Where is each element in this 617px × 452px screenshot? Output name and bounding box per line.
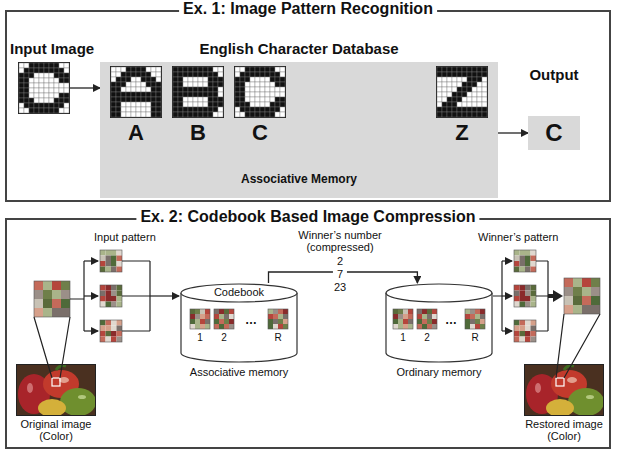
output-box: OutputC — [528, 116, 580, 150]
node-heading: Z — [455, 121, 468, 145]
image-box: Original image (Color) — [16, 364, 96, 416]
node-heading: B — [190, 121, 206, 145]
winner-number: 23 — [330, 281, 350, 294]
node-text: C — [545, 119, 562, 147]
node-text: 2 — [221, 332, 227, 344]
cylinder-outline — [385, 283, 493, 363]
node-text: Ordinary memory — [397, 366, 482, 379]
image-patches — [34, 250, 600, 342]
node-heading: Ex. 1: Image Pattern Recognition — [179, 0, 437, 18]
flow-arrow — [70, 87, 100, 88]
node-heading: A — [128, 121, 144, 145]
memory-cylinder: Codebook12…RAssociative memory — [180, 283, 298, 363]
pixel-grid — [436, 66, 488, 118]
winner-number: 2 — [333, 255, 347, 268]
node-heading: Restored image (Color) — [516, 418, 612, 442]
node-heading: Input Image — [10, 40, 94, 58]
pixel-grid — [234, 66, 286, 118]
flow-arrow — [498, 132, 528, 133]
character-grid: C — [234, 66, 286, 118]
node-text: R — [471, 332, 478, 344]
node-heading: 1 — [400, 332, 406, 344]
annotation-label: Winner’s number (compressed) — [290, 229, 390, 253]
node-text: 2 — [424, 332, 430, 344]
node-heading: Codebook — [214, 286, 264, 298]
original-photo — [16, 364, 96, 417]
node-text: Associative Memory — [241, 172, 357, 186]
node-text: … — [245, 313, 257, 327]
patch-marker — [52, 378, 60, 386]
character-grid: A — [110, 66, 162, 118]
character-grid: Z — [436, 66, 488, 118]
pixel-grid — [110, 66, 162, 118]
node-heading: C — [252, 121, 268, 145]
memory-cylinder: 12…ROrdinary memory — [385, 283, 493, 363]
node-heading: Original image (Color) — [8, 418, 104, 442]
pixel-grid — [172, 66, 224, 118]
character-grid: B — [172, 66, 224, 118]
node-heading: English Character Database — [199, 40, 398, 58]
database-box: English Character DatabaseAssociative Me… — [100, 62, 498, 198]
pixel-grid — [18, 62, 70, 114]
node-text: 1 — [197, 332, 203, 344]
restored-photo — [524, 364, 604, 417]
image-box: Restored image (Color) — [524, 364, 604, 416]
winner-number: 7 — [333, 268, 347, 281]
annotation-label: Winner’s pattern — [478, 231, 558, 244]
annotation-label: Input pattern — [94, 231, 156, 244]
character-grid: Input Image — [18, 62, 70, 114]
node-text: Associative memory — [190, 366, 288, 379]
patch-marker — [556, 378, 564, 386]
node-text: … — [445, 313, 457, 327]
example-panel: Ex. 1: Image Pattern RecognitionInput Im… — [5, 10, 611, 202]
node-text: R — [274, 332, 281, 344]
flow-lines — [34, 261, 600, 378]
node-heading: Ex. 2: Codebook Based Image Compression — [136, 207, 479, 226]
node-heading: Output — [529, 66, 578, 84]
